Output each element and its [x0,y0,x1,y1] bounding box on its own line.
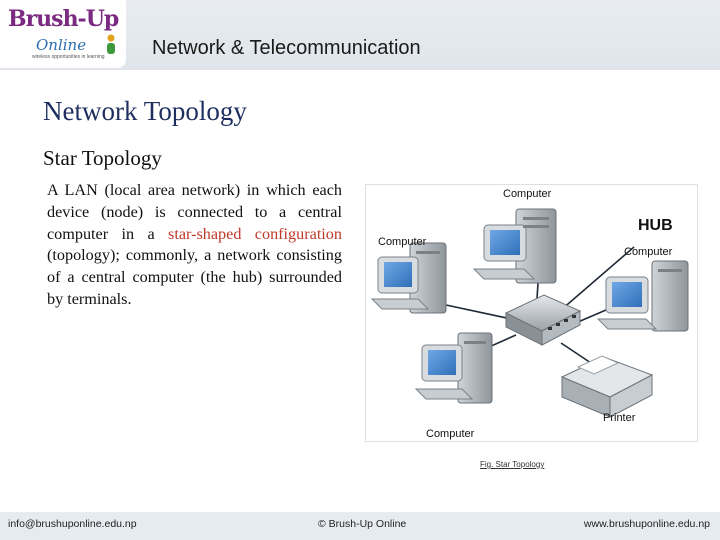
slide-footer: info@brushuponline.edu.np © Brush-Up Onl… [0,512,720,540]
label-computer-bottom: Computer [426,428,475,440]
printer-device [560,355,654,418]
computer-top [472,208,557,284]
slide-header: Brush-Up Online wireless opportunities i… [0,0,720,70]
header-title: Network & Telecommunication [152,37,421,59]
logo-brush-text: Brush-Up [8,6,119,32]
label-computer-left: Computer [378,236,427,248]
star-topology-diagram: Computer HUB Computer Computer Computer … [365,184,698,442]
slide-subheading: Star Topology [43,146,162,170]
logo-tagline: wireless opportunities in learning [32,54,105,60]
label-computer-top: Computer [503,188,552,200]
footer-website[interactable]: www.brushuponline.edu.np [583,518,710,530]
label-hub: HUB [638,217,673,234]
hub-device [504,294,582,346]
computer-bottom [414,332,493,404]
computer-right [596,260,689,332]
computer-left [370,242,447,314]
brand-logo[interactable]: Brush-Up Online wireless opportunities i… [0,0,126,68]
label-computer-right: Computer [624,246,673,258]
description-highlight: star-shaped configuration [168,224,342,243]
logo-person-icon [107,34,115,54]
description-part-2: (topology); commonly, a network consisti… [47,246,342,308]
logo-online-text: Online [36,36,87,54]
footer-copyright: © Brush-Up Online [318,518,407,530]
figure-caption[interactable]: Fig. Star Topology [480,460,545,469]
topology-description: A LAN (local area network) in which each… [47,180,342,311]
description-part-1: A LAN (local area network) in which each… [47,181,342,243]
footer-email[interactable]: info@brushuponline.edu.np [8,518,137,530]
slide-heading: Network Topology [43,96,247,126]
diagram-svg: Computer HUB Computer Computer Computer … [370,188,689,440]
label-printer: Printer [603,412,636,424]
